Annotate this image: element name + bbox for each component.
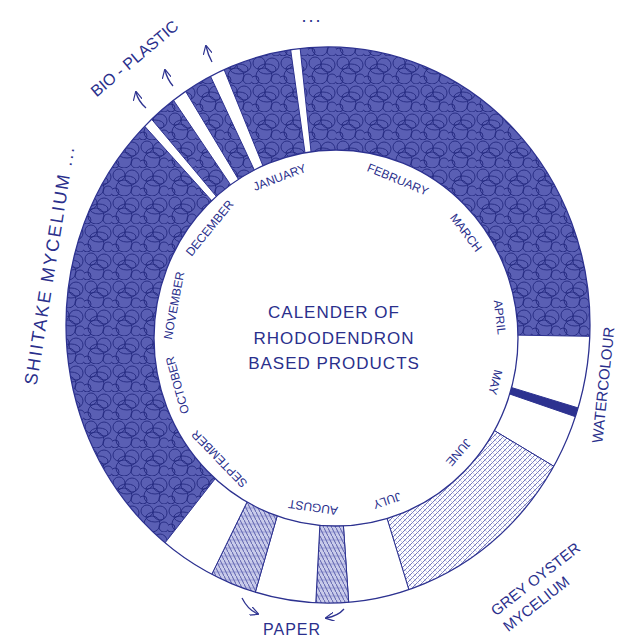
month-label: JUNE bbox=[442, 435, 473, 468]
diagram-title: CALENDER OF RHODODENDRON BASED PRODUCTS bbox=[244, 300, 424, 377]
blank-gap bbox=[49, 10, 330, 332]
product-label-holder: BIO - PLASTIC bbox=[88, 17, 183, 101]
product-label: PAPER bbox=[263, 621, 321, 639]
month-label: OCTOBER bbox=[164, 355, 193, 416]
month-label-holder: NOVEMBER bbox=[162, 271, 188, 341]
month-label-holder: OCTOBER bbox=[164, 355, 193, 416]
month-label-holder: JUNE bbox=[442, 435, 473, 468]
ellipsis-note-holder: ... bbox=[301, 6, 322, 27]
month-label-holder: JULY bbox=[371, 489, 402, 511]
leader-arrow bbox=[165, 70, 173, 86]
hatched-strip bbox=[146, 332, 330, 644]
leader-arrow bbox=[206, 46, 212, 62]
month-label: AUGUST bbox=[287, 496, 338, 517]
product-label: GREY OYSTER MYCELIUM bbox=[487, 525, 613, 636]
product-label-holder: GREY OYSTER MYCELIUM bbox=[487, 525, 613, 636]
blank-segment bbox=[71, 332, 330, 644]
leader-arrow bbox=[326, 609, 344, 618]
month-label: APRIL bbox=[490, 299, 508, 335]
month-label: JULY bbox=[371, 489, 402, 511]
month-label: NOVEMBER bbox=[162, 271, 188, 341]
product-label: WATERCOLOUR bbox=[588, 326, 617, 444]
month-label: MAY bbox=[485, 368, 505, 396]
ellipsis-note: ... bbox=[301, 6, 322, 27]
month-label-holder: MAY bbox=[485, 368, 505, 396]
leader-arrow bbox=[136, 92, 146, 108]
diagram-title-holder: CALENDER OF RHODODENDRON BASED PRODUCTS bbox=[244, 300, 424, 377]
dark-band bbox=[330, 332, 626, 469]
product-label-holder: PAPER bbox=[263, 621, 321, 639]
month-label-holder: AUGUST bbox=[287, 496, 338, 517]
month-label-holder: APRIL bbox=[490, 299, 508, 335]
ring-outline bbox=[66, 47, 590, 603]
product-label-holder: WATERCOLOUR bbox=[588, 326, 617, 444]
product-label: BIO - PLASTIC bbox=[88, 17, 183, 101]
leader-arrow bbox=[242, 598, 258, 614]
